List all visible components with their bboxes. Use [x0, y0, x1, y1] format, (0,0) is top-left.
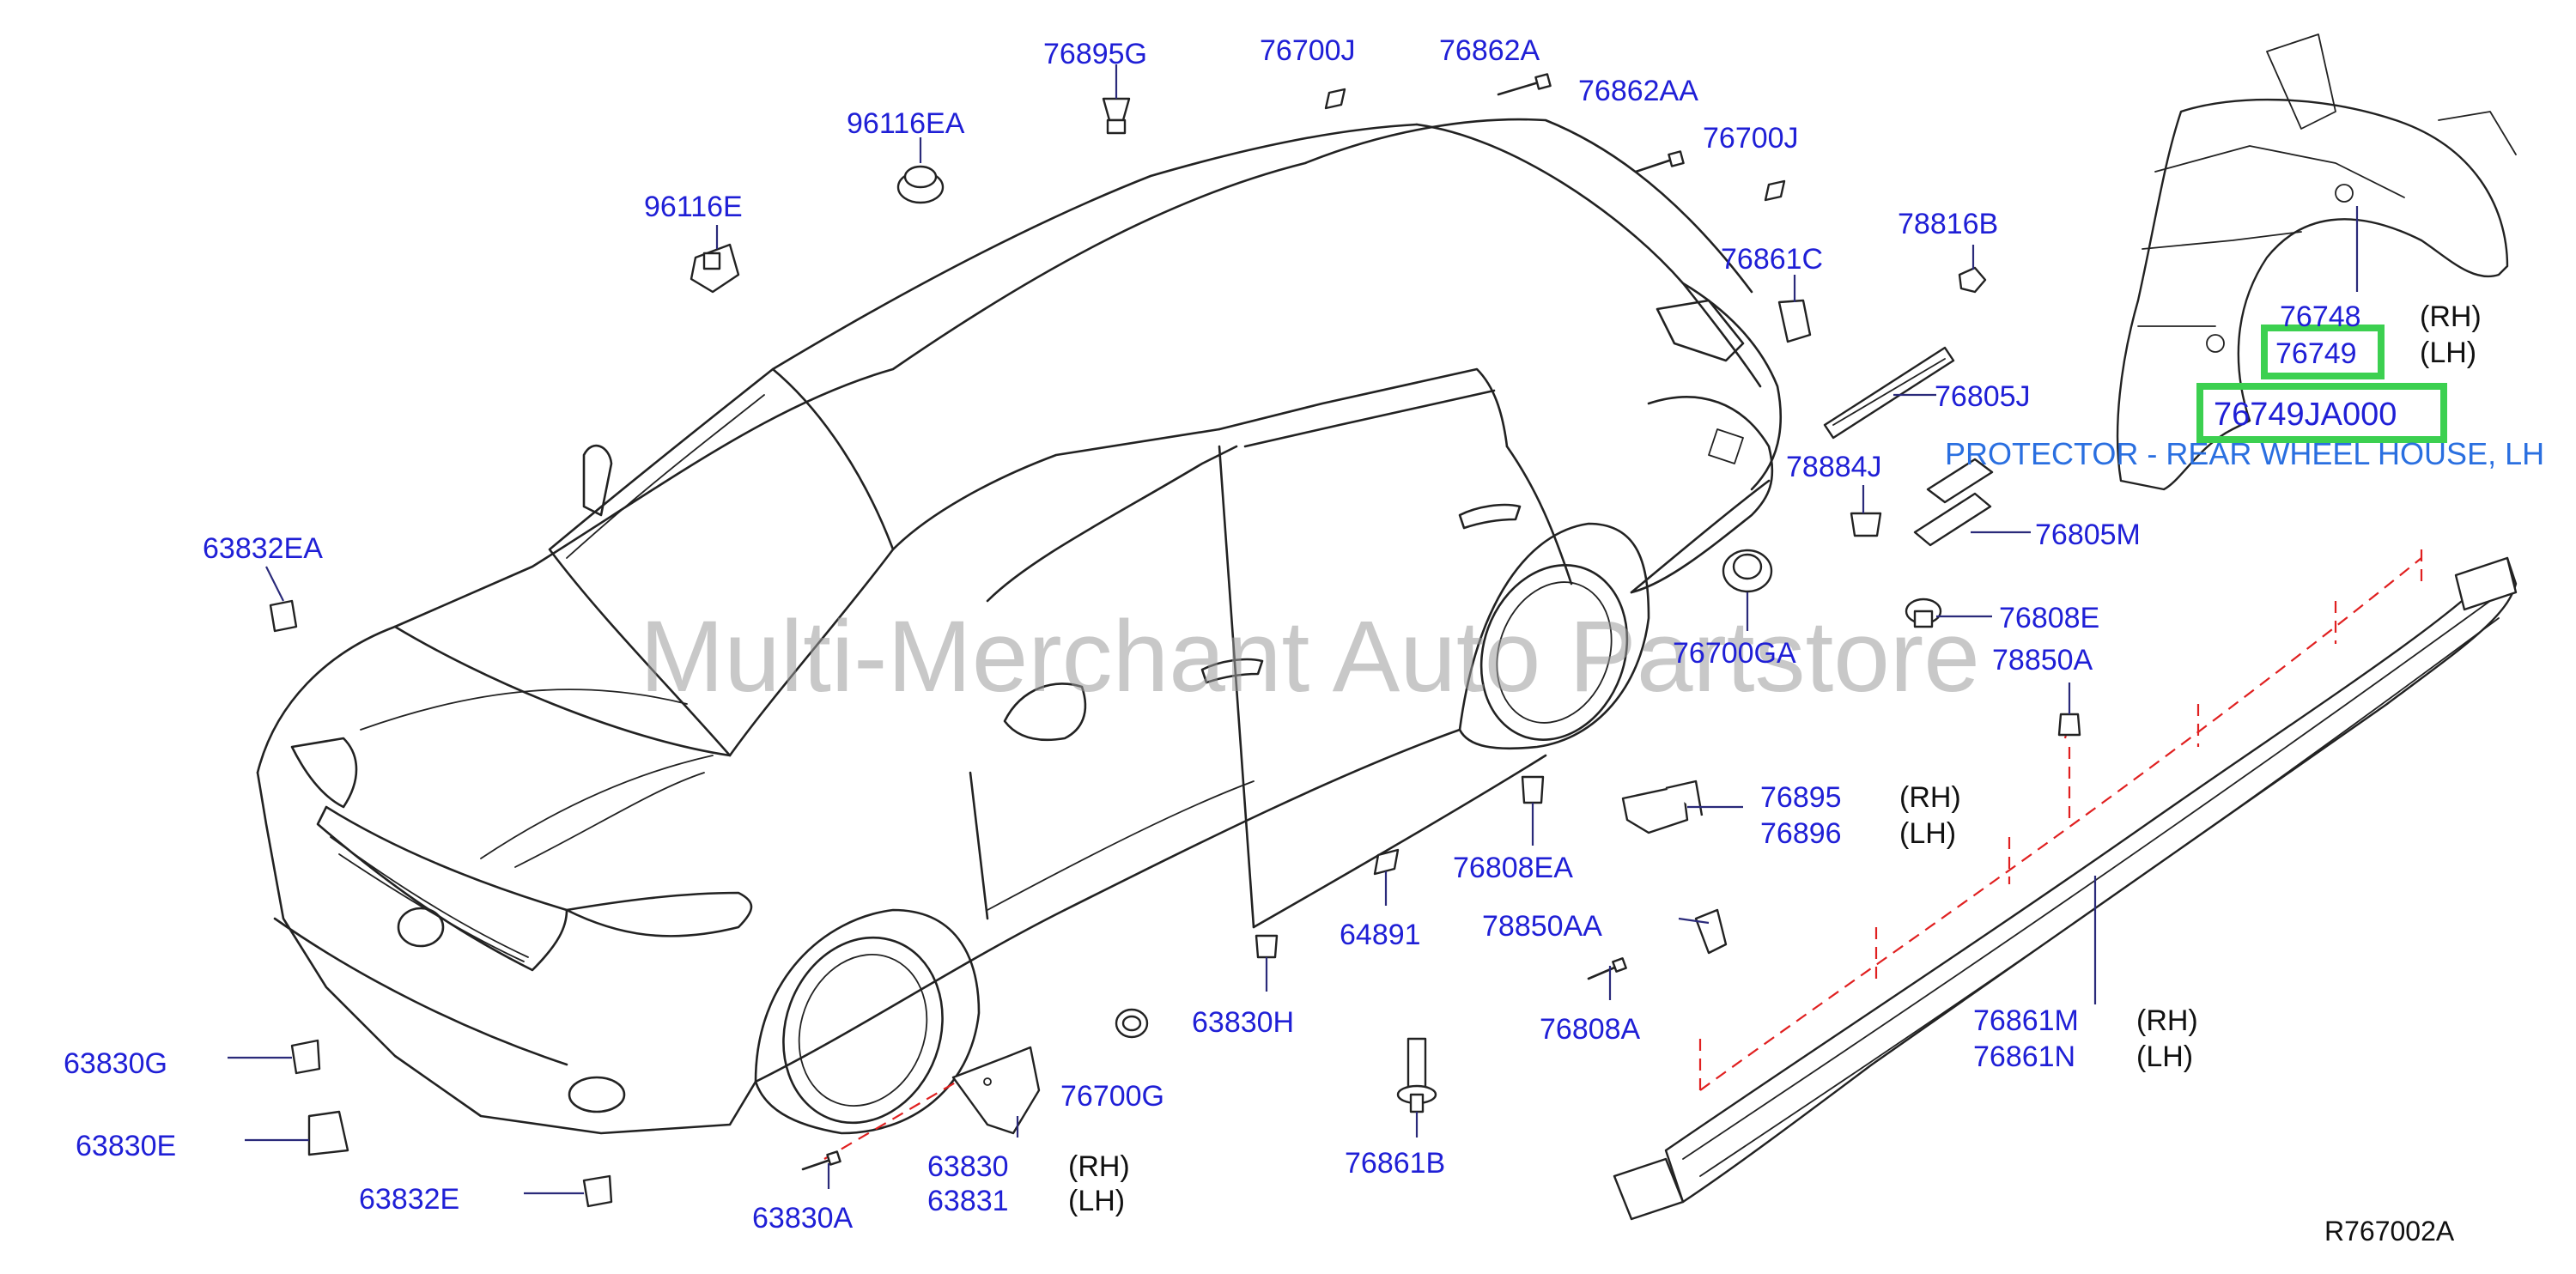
part-label-78884J[interactable]: 78884J	[1786, 451, 1882, 483]
part-label-78816B[interactable]: 78816B	[1898, 208, 1998, 240]
part-label-76749[interactable]: 76749	[2275, 337, 2357, 370]
side-marker-76896-lh: (LH)	[1899, 817, 1956, 850]
part-label-63831[interactable]: 63831	[927, 1185, 1009, 1217]
side-marker-76749-lh: (LH)	[2420, 337, 2476, 369]
part-label-76808E[interactable]: 76808E	[1999, 602, 2099, 634]
part-label-76805M[interactable]: 76805M	[2035, 519, 2141, 551]
part-label-78850AA[interactable]: 78850AA	[1482, 910, 1602, 943]
part-label-63830E[interactable]: 63830E	[76, 1130, 176, 1162]
part-label-76700J-top[interactable]: 76700J	[1260, 34, 1356, 67]
part-label-76862A[interactable]: 76862A	[1439, 34, 1540, 67]
part-label-63830H[interactable]: 63830H	[1192, 1006, 1294, 1039]
part-label-64891[interactable]: 64891	[1340, 919, 1421, 951]
part-label-63830[interactable]: 63830	[927, 1150, 1009, 1183]
part-label-76861B[interactable]: 76861B	[1345, 1147, 1445, 1180]
part-description: PROTECTOR - REAR WHEEL HOUSE, LH	[1945, 436, 2544, 471]
part-label-63832E[interactable]: 63832E	[359, 1183, 459, 1216]
car-illustration	[256, 118, 1783, 1135]
side-marker-63831-lh: (LH)	[1068, 1185, 1125, 1217]
part-label-76700J-mid[interactable]: 76700J	[1703, 122, 1799, 155]
part-label-76700GA[interactable]: 76700GA	[1673, 637, 1796, 670]
part-label-63830A[interactable]: 63830A	[752, 1202, 854, 1235]
side-sill-molding[interactable]	[1613, 556, 2518, 1221]
part-label-76862AA[interactable]: 76862AA	[1578, 75, 1698, 107]
highlight-box-76749	[2261, 325, 2385, 379]
highlight-boxes	[2196, 325, 2447, 443]
side-marker-76748-rh: (RH)	[2420, 300, 2482, 333]
side-marker-76895-rh: (RH)	[1899, 781, 1961, 814]
side-marker-76861N-lh: (LH)	[2136, 1040, 2193, 1073]
part-label-76896[interactable]: 76896	[1760, 817, 1842, 850]
part-number-76749JA000[interactable]: 76749JA000	[2214, 397, 2397, 433]
rear-wheel-house-protector[interactable]	[2116, 33, 2517, 491]
part-label-76748[interactable]: 76748	[2280, 300, 2361, 333]
fasteners-and-clips	[269, 73, 2081, 1208]
part-label-96116E[interactable]: 96116E	[644, 191, 743, 223]
part-label-63830G[interactable]: 63830G	[64, 1047, 167, 1080]
part-label-76861N[interactable]: 76861N	[1973, 1040, 2075, 1073]
side-marker-63830-rh: (RH)	[1068, 1150, 1130, 1183]
part-label-63832EA[interactable]: 63832EA	[203, 532, 323, 565]
part-label-76805J[interactable]: 76805J	[1935, 380, 2031, 413]
highlight-box-76749JA000	[2196, 383, 2447, 443]
part-label-76808EA[interactable]: 76808EA	[1453, 852, 1573, 884]
part-label-76895G[interactable]: 76895G	[1043, 38, 1147, 70]
part-label-76700G[interactable]: 76700G	[1060, 1080, 1164, 1113]
part-label-76861M[interactable]: 76861M	[1973, 1004, 2079, 1037]
diagram-reference: R767002A	[2324, 1216, 2455, 1247]
part-label-76808A[interactable]: 76808A	[1540, 1013, 1641, 1046]
watermark: Multi-Merchant Auto Partstore	[640, 600, 1980, 713]
part-label-78850A[interactable]: 78850A	[1992, 644, 2093, 676]
part-label-96116EA[interactable]: 96116EA	[847, 107, 965, 140]
part-labels: 76895G 76700J 76862A 76862AA 76700J 9611…	[64, 34, 2544, 1247]
leader-lines	[228, 64, 2071, 1195]
guide-lines	[823, 549, 2423, 1160]
part-label-76861C[interactable]: 76861C	[1721, 243, 1823, 276]
side-marker-76861M-rh: (RH)	[2136, 1004, 2198, 1037]
part-label-76895[interactable]: 76895	[1760, 781, 1842, 814]
